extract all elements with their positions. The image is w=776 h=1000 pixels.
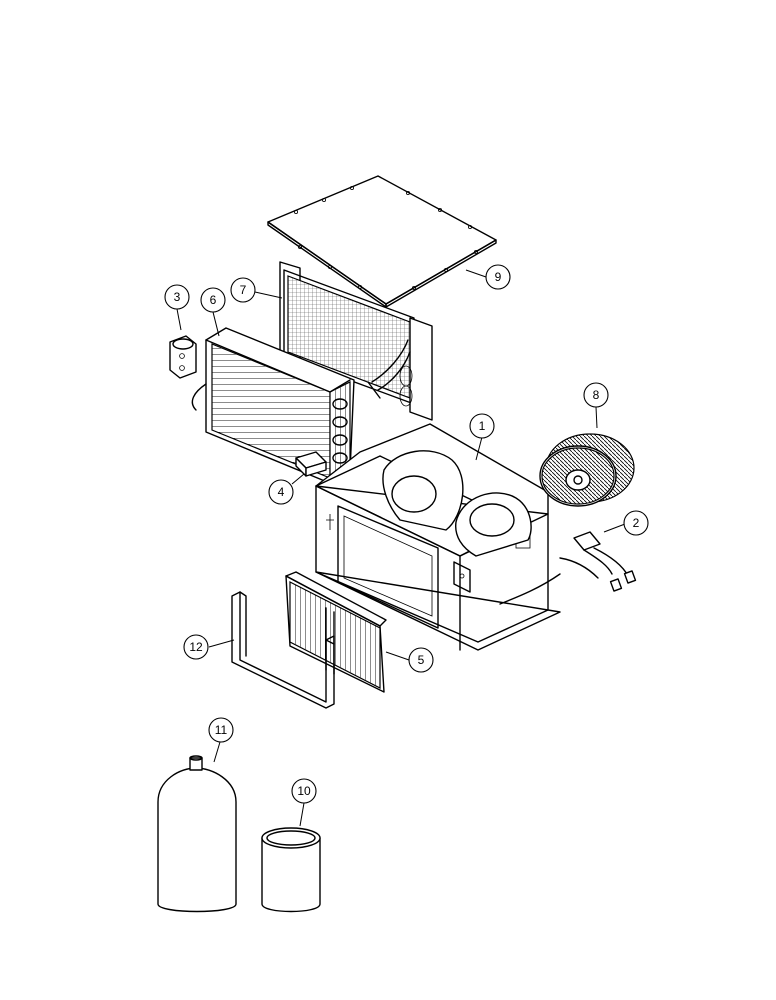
callout-label-4: 4 [278, 485, 285, 499]
refrigerant-cylinder [157, 755, 237, 913]
callout-label-1: 1 [479, 419, 486, 433]
mounting-bracket [169, 335, 197, 379]
callout-1: 1 [469, 413, 495, 439]
callout-5: 5 [408, 647, 434, 673]
blower-resistor-harness [559, 531, 637, 592]
callout-7: 7 [230, 277, 256, 303]
callout-8: 8 [583, 382, 609, 408]
thermostat-switch [295, 451, 327, 477]
callout-12: 12 [183, 634, 209, 660]
callout-label-5: 5 [418, 653, 425, 667]
callout-label-7: 7 [240, 283, 247, 297]
leader-lines [176, 269, 626, 827]
callout-label-8: 8 [593, 388, 600, 402]
heater-core [191, 327, 355, 485]
oil-can [261, 827, 321, 913]
blower-wheel [539, 433, 635, 507]
blower-scroll-right [455, 492, 532, 557]
return-grille [285, 571, 387, 693]
callout-6: 6 [200, 287, 226, 313]
callout-2: 2 [623, 510, 649, 536]
callouts: 1 2 3 4 5 6 7 8 9 10 11 12 [164, 264, 649, 804]
callout-label-11: 11 [215, 723, 228, 737]
callout-label-10: 10 [297, 784, 311, 798]
callout-label-12: 12 [189, 640, 203, 654]
blower-scroll-left [382, 450, 464, 531]
callout-3: 3 [164, 284, 190, 310]
blower-housing [315, 423, 561, 651]
filter-frame [231, 591, 335, 709]
callout-4: 4 [268, 479, 294, 505]
callout-9: 9 [485, 264, 511, 290]
callout-10: 10 [291, 778, 317, 804]
callout-label-9: 9 [495, 270, 502, 284]
callout-label-6: 6 [210, 293, 217, 307]
callout-label-2: 2 [633, 516, 640, 530]
callout-11: 11 [208, 717, 234, 743]
callout-label-3: 3 [174, 290, 181, 304]
